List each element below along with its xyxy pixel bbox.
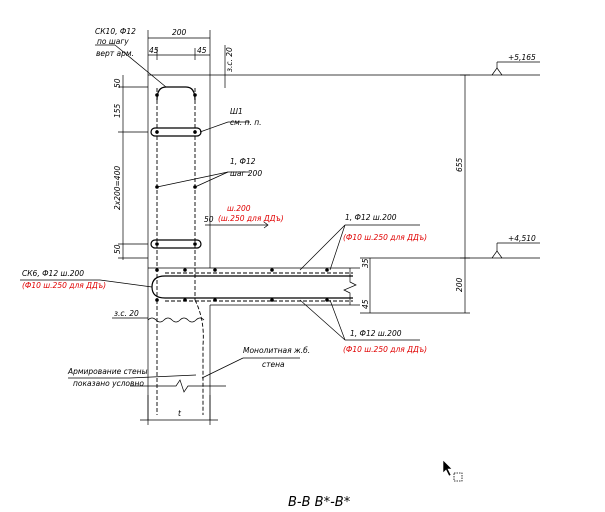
ck6-label-1: СК6, Ф12 ш.200	[22, 269, 84, 278]
dimension-lines	[118, 30, 470, 425]
level-marker-mid	[491, 242, 540, 259]
dim-200-top: 200	[172, 28, 187, 37]
dim-655: 655	[455, 157, 464, 172]
bar-vert-label-2: шаг 200	[230, 169, 262, 178]
dim-50-top: 50	[113, 78, 122, 88]
dim-2x200: 2х200=400	[113, 166, 122, 210]
bottom-bar-label-2: (Ф10 ш.250 для ДДъ)	[343, 345, 427, 354]
wall-outline	[130, 74, 540, 420]
red-step-label-1: ш.200	[227, 204, 251, 213]
ck10-label-1: СК10, Ф12	[95, 27, 136, 36]
dim-35: 35	[361, 258, 370, 268]
dim-155: 155	[113, 103, 122, 118]
top-bar-label-2: (Ф10 ш.250 для ДДъ)	[343, 233, 427, 242]
red-step-label-2: (ш.250 для ДДъ)	[218, 214, 284, 223]
bottom-bar-label-1: 1, Ф12 ш.200	[350, 329, 402, 338]
level-mid-label: +4,510	[508, 234, 536, 243]
dim-t: t	[178, 409, 182, 418]
monolith-label-1: Монолитная ж.б.	[243, 346, 310, 355]
dim-200-slab: 200	[455, 277, 464, 292]
section-title: В-В В*-В*	[288, 495, 351, 510]
wall-rebar	[150, 86, 204, 415]
sh1-label-2: см. п. п.	[230, 118, 262, 127]
sh1-label-1: Ш1	[230, 107, 243, 116]
dim-45-left: 45	[149, 46, 159, 55]
mouse-pointer-icon	[442, 459, 463, 482]
slab	[147, 257, 540, 323]
wall-note-label-1: Армирование стены	[67, 367, 148, 376]
dim-45-slab: 45	[361, 299, 370, 309]
zs-20-top: з.с. 20	[225, 47, 234, 72]
leader-lines	[20, 44, 420, 379]
level-marker-top	[491, 61, 540, 76]
dim-50-mid: 50	[204, 215, 214, 224]
top-bar-label-1: 1, Ф12 ш.200	[345, 213, 397, 222]
bar-vert-label-1: 1, Ф12	[230, 157, 256, 166]
ck10-label-3: верт арм.	[96, 49, 134, 58]
dim-50-bottom: 50	[113, 244, 122, 254]
ck10-label-2: по шагу	[97, 37, 129, 46]
ck6-label-2: (Ф10 ш.250 для ДДъ)	[22, 281, 106, 290]
dim-45-right: 45	[197, 46, 207, 55]
monolith-label-2: стена	[262, 360, 285, 369]
zs-20-left: з.с. 20	[114, 309, 139, 318]
wall-note-label-2: показано условно	[73, 379, 144, 388]
level-top-label: +5,165	[508, 53, 536, 62]
